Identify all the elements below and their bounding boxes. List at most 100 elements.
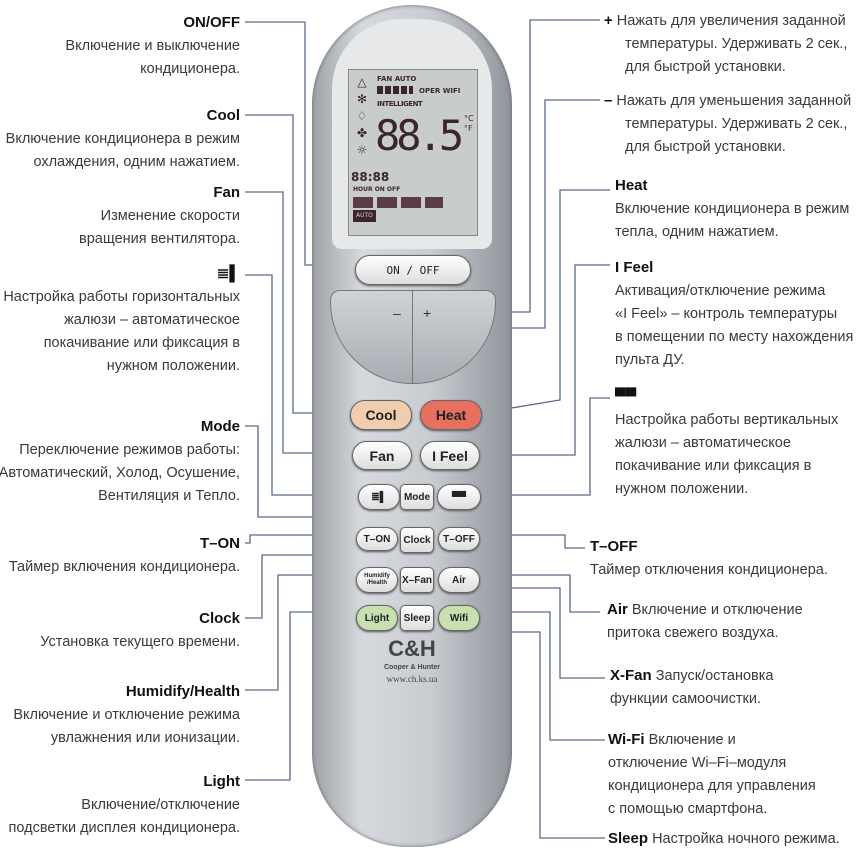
pad-divider xyxy=(412,291,413,383)
ton-button[interactable]: T–ON xyxy=(356,527,398,551)
lcd-intelligent: INTELLIGENT xyxy=(377,100,423,108)
air-button[interactable]: Air xyxy=(438,567,480,593)
plus-icon: + xyxy=(604,12,613,29)
onoff-button[interactable]: ON / OFF xyxy=(355,255,471,285)
ann-title: Humidify/Health xyxy=(125,683,240,700)
ann-text: Включение/отключение xyxy=(81,797,240,813)
ann-text: Включение и выключение xyxy=(65,38,240,54)
ann-title: Wi-Fi xyxy=(608,731,645,748)
lcd-timer-label: HOUR ON OFF xyxy=(353,186,401,193)
ann-text: в помещении по месту нахождения xyxy=(615,329,854,345)
line-wifi xyxy=(478,611,605,741)
ann-text: Нажать для увеличения заданной xyxy=(616,13,846,29)
xfan-button[interactable]: X–Fan xyxy=(400,567,434,593)
lcd-temperature: 88.5 xyxy=(375,111,464,160)
ann-title: T–OFF xyxy=(590,538,638,555)
ann-title: Light xyxy=(203,773,240,790)
cool-button[interactable]: Cool xyxy=(350,400,412,430)
ann-text: Активация/отключение режима xyxy=(615,283,826,299)
ann-text: для быстрой установки. xyxy=(625,59,786,75)
minus-icon: – xyxy=(604,92,613,109)
ann-text: для быстрой установки. xyxy=(625,139,786,155)
ann-text: Изменение скорости xyxy=(100,208,240,224)
fan-speed-bars xyxy=(377,86,413,94)
ann-title: Sleep xyxy=(608,830,649,847)
line-heat xyxy=(480,189,610,414)
ann-text: кондиционера. xyxy=(140,61,240,77)
ann-text: Включение и отключение xyxy=(631,602,803,618)
heat-button[interactable]: Heat xyxy=(420,400,482,430)
light-button[interactable]: Light xyxy=(356,605,398,631)
line-ifeel xyxy=(480,264,610,456)
ann-title: I Feel xyxy=(615,259,654,276)
line-swing-v xyxy=(478,397,610,496)
ann-text: Включение и отключение режима xyxy=(13,707,240,723)
swing-vertical-button[interactable]: ▀▀ xyxy=(437,484,481,510)
ann-text: Установка текущего времени. xyxy=(40,634,240,650)
ann-text: Переключение режимов работы: xyxy=(19,442,240,458)
ann-title: Air xyxy=(607,601,628,618)
lcd-auto: AUTO xyxy=(353,210,376,222)
ann-title: T–ON xyxy=(199,535,240,552)
lcd-function-icons xyxy=(353,197,443,208)
ann-text: Настройка работы вертикальных xyxy=(615,412,839,428)
ann-text: Таймер включения кондиционера. xyxy=(8,559,240,575)
ann-minus: – Нажать для уменьшения заданной температ… xyxy=(604,89,851,159)
plus-button[interactable]: + xyxy=(423,305,432,321)
clock-button[interactable]: Clock xyxy=(400,527,434,553)
swing-horizontal-button[interactable]: ≣▌ xyxy=(358,484,400,510)
minus-button[interactable]: – xyxy=(393,305,401,321)
remote-control: △✻♢✤☼ FAN AUTO OPER WIFI INTELLIGENT 88.… xyxy=(312,5,512,847)
screen-frame: △✻♢✤☼ FAN AUTO OPER WIFI INTELLIGENT 88.… xyxy=(332,19,492,249)
swing-horizontal-icon: ≣▌ xyxy=(216,265,240,282)
ifeel-button[interactable]: I Feel xyxy=(420,441,480,470)
lcd-display: △✻♢✤☼ FAN AUTO OPER WIFI INTELLIGENT 88.… xyxy=(348,69,478,236)
ann-text: Нажать для уменьшения заданной xyxy=(616,93,852,109)
temp-pad: – + xyxy=(330,290,496,384)
ann-title: Heat xyxy=(615,177,648,194)
lcd-timer: 88:88 xyxy=(351,170,390,184)
ann-text: тепла, одним нажатием. xyxy=(615,224,779,240)
ann-text: нужном положении. xyxy=(106,358,240,374)
humidify-health-button[interactable]: Humidify /Health xyxy=(356,567,398,593)
ann-text: функции самоочистки. xyxy=(610,691,762,707)
ann-text: «I Feel» – контроль температуры xyxy=(615,306,838,322)
ann-text: Автоматический, Холод, Осушение, xyxy=(0,465,240,481)
ann-title: ON/OFF xyxy=(183,14,240,31)
ann-text: жалюзи – автоматическое xyxy=(615,435,791,451)
ann-text: температуры. Удерживать 2 сек., xyxy=(625,116,848,132)
ann-text: увлажнения или ионизации. xyxy=(50,730,240,746)
ann-text: Включение кондиционера в режим xyxy=(615,201,850,217)
ann-text: жалюзи – автоматическое xyxy=(64,312,240,328)
ann-text: покачивание или фиксация в xyxy=(615,458,812,474)
toff-button[interactable]: T–OFF xyxy=(438,527,480,551)
fan-button[interactable]: Fan xyxy=(352,441,412,470)
ann-text: подсветки дисплея кондиционера. xyxy=(8,820,240,836)
ann-onoff: ON/OFF Включение и выключение кондиционера… xyxy=(65,11,240,81)
sleep-button[interactable]: Sleep xyxy=(400,605,434,631)
wifi-button[interactable]: Wifi xyxy=(438,605,480,631)
mode-button[interactable]: Mode xyxy=(400,484,434,510)
ann-text: кондиционера для управления xyxy=(608,778,816,794)
ann-title: Cool xyxy=(206,107,240,124)
ann-text: Вентиляция и Тепло. xyxy=(98,488,240,504)
ann-title: Clock xyxy=(199,610,240,627)
mode-icons: △✻♢✤☼ xyxy=(356,75,368,157)
ann-text: Таймер отключения кондиционера. xyxy=(590,562,828,578)
brand-logo: C&H xyxy=(388,636,436,661)
ann-text: пульта ДУ. xyxy=(615,352,685,368)
